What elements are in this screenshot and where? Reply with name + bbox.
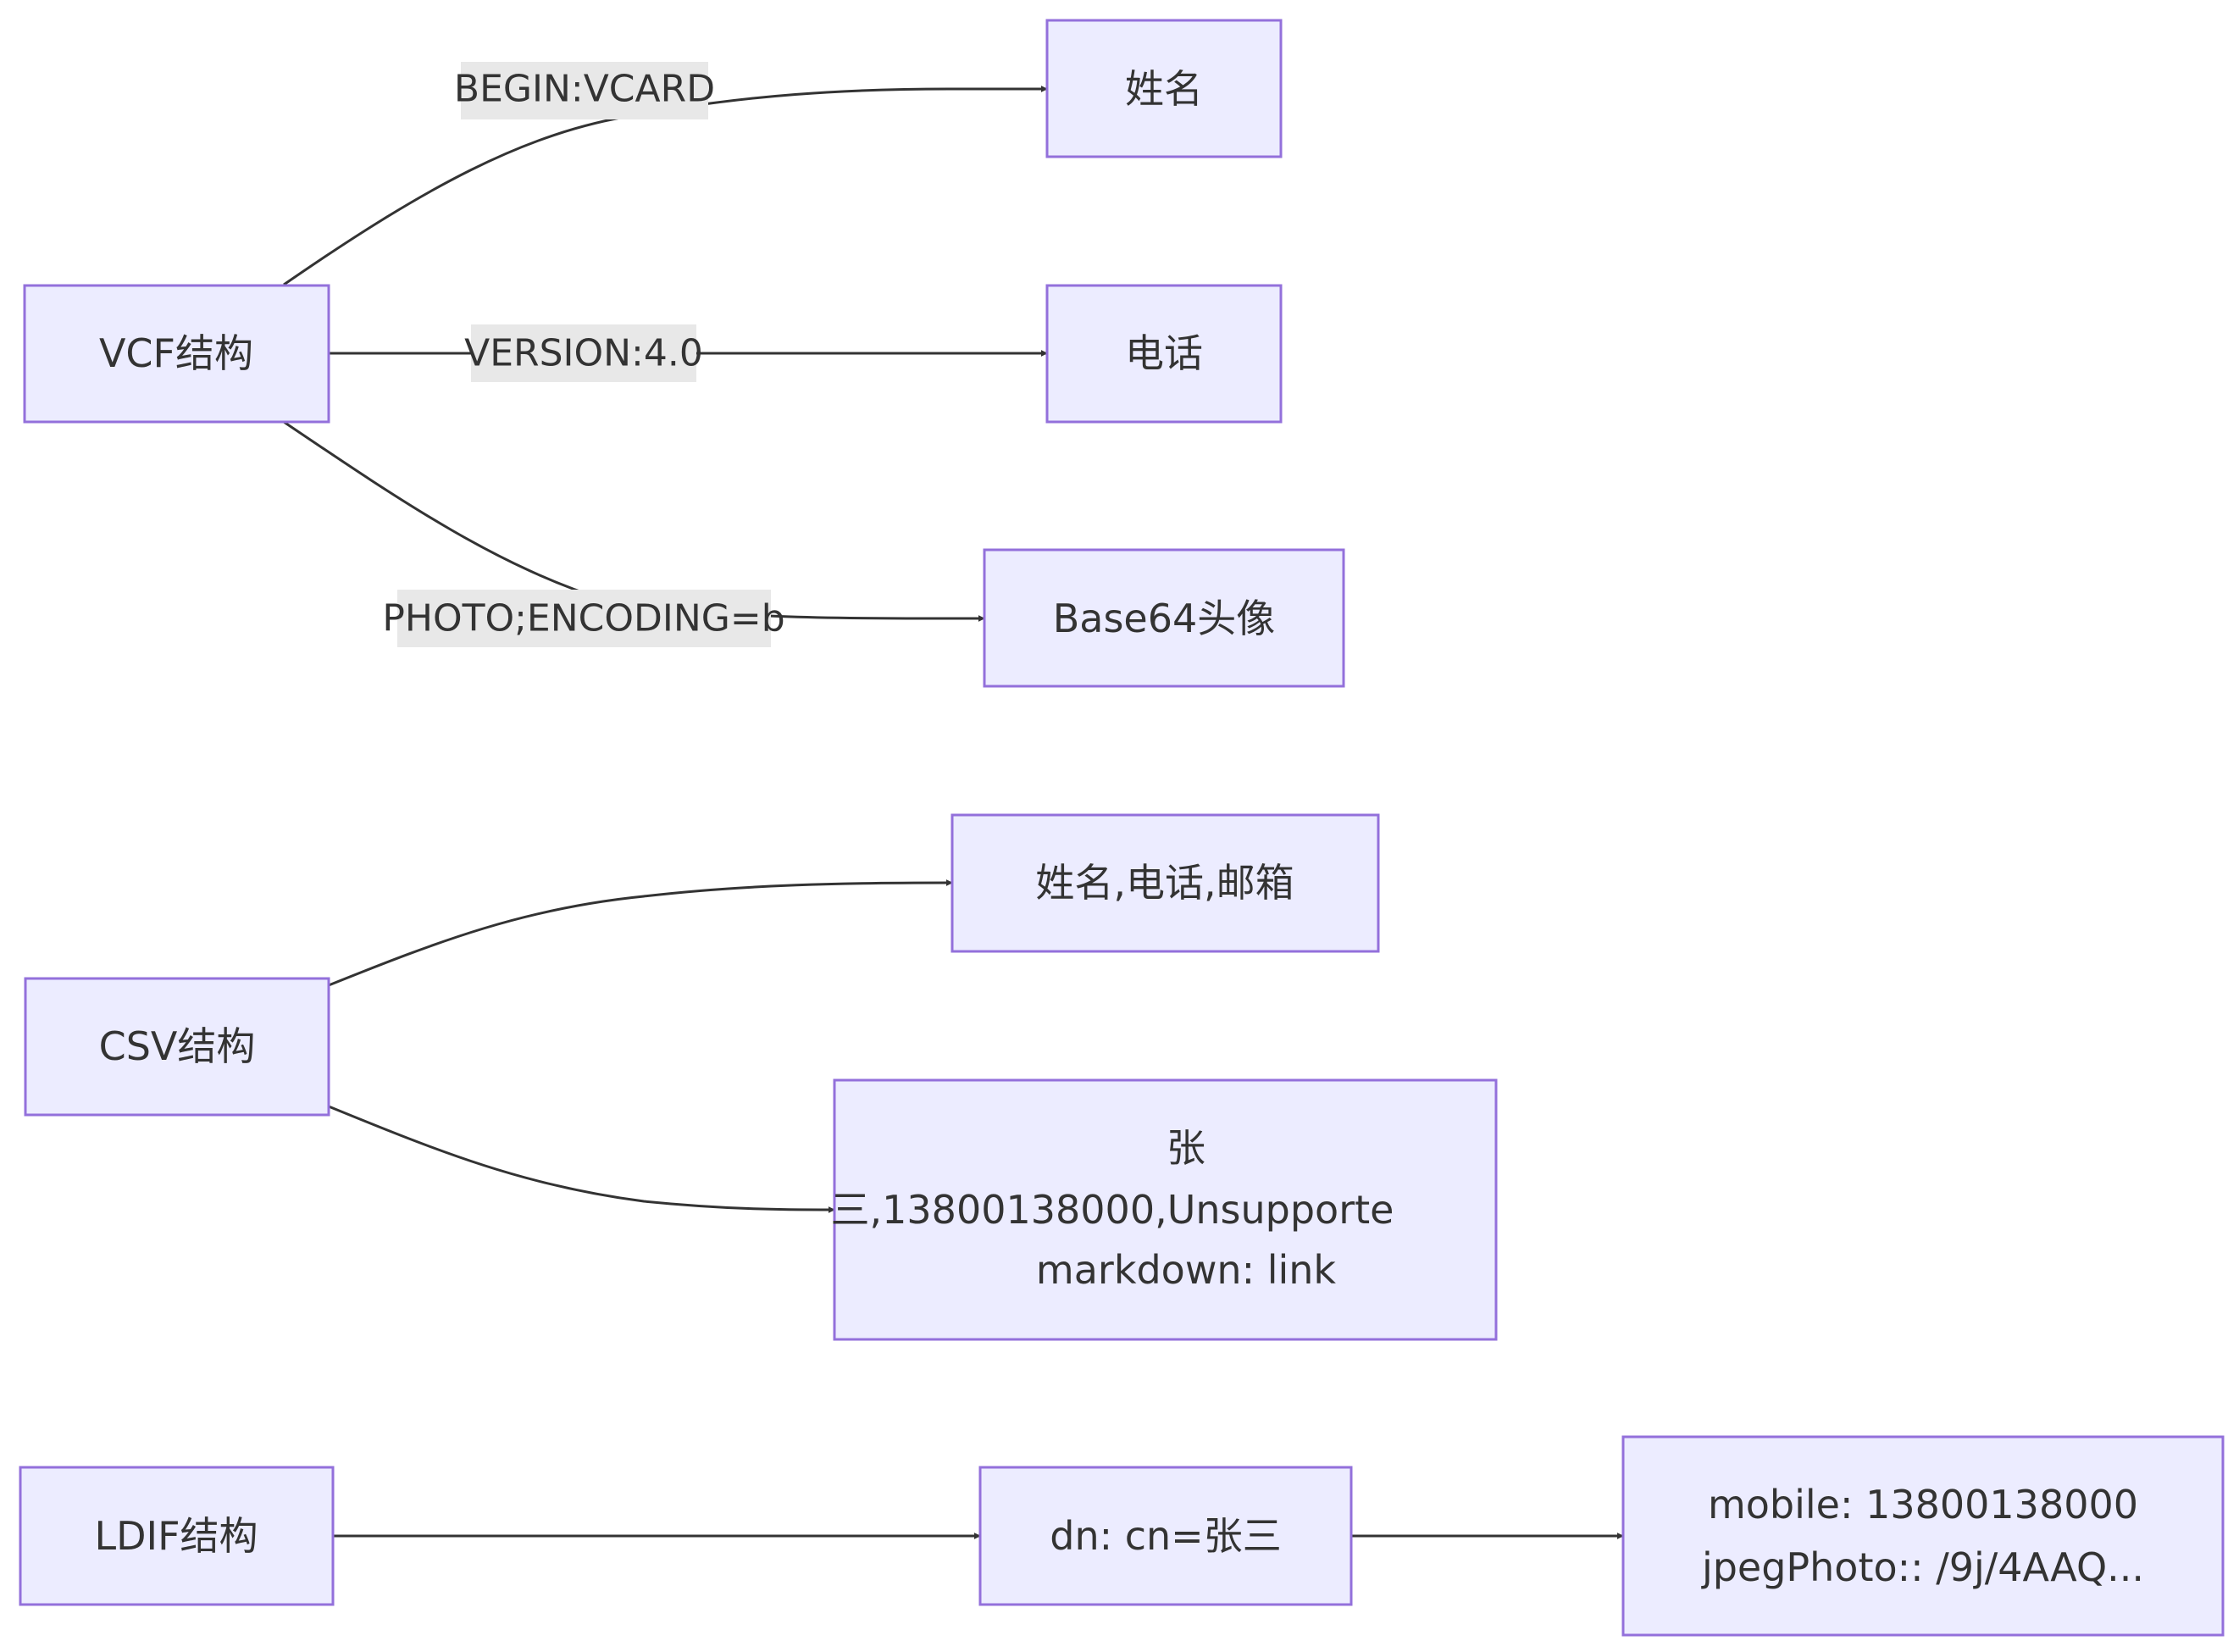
- node-label-line: mobile: 13800138000: [1708, 1482, 2138, 1527]
- node-csv-header: 姓名,电话,邮箱: [950, 813, 1380, 953]
- node-label-line: markdown: link: [1036, 1247, 1337, 1293]
- node-label-line: 三,13800138000,Unsupporte: [831, 1187, 1394, 1233]
- node-base64-photo: Base64头像: [983, 548, 1345, 688]
- node-label-line: 张: [1167, 1125, 1205, 1171]
- edge-csv-to-row: [328, 1105, 835, 1213]
- edge-label-text: PHOTO;ENCODING=b: [382, 597, 784, 640]
- node-dn: dn: cn=张三: [978, 1466, 1353, 1606]
- edge-csv-to-header: [328, 879, 953, 987]
- node-label: CSV结构: [99, 1023, 256, 1069]
- edge-line: [328, 1105, 835, 1213]
- node-label-line: jpegPhoto:: /9j/4AAQ...: [1701, 1544, 2144, 1590]
- edge-line: [283, 420, 985, 622]
- edge-line: [328, 879, 953, 987]
- node-label: 姓名: [1125, 66, 1203, 112]
- node-phone: 电话: [1045, 284, 1283, 424]
- edge-label-text: VERSION:4.0: [464, 332, 703, 375]
- edge-label-photo-encoding: PHOTO;ENCODING=b: [382, 590, 785, 647]
- node-label: Base64头像: [1053, 596, 1276, 641]
- node-label: 姓名,电话,邮箱: [1035, 860, 1294, 906]
- node-label: dn: cn=张三: [1050, 1513, 1281, 1559]
- edge-label-begin-vcard: BEGIN:VCARD: [454, 62, 715, 119]
- node-label: 电话: [1125, 330, 1203, 376]
- edge-label-version: VERSION:4.0: [464, 324, 703, 382]
- node-label: VCF结构: [99, 330, 253, 376]
- node-vcf-structure: VCF结构: [23, 284, 330, 424]
- node-csv-structure: CSV结构: [24, 977, 330, 1117]
- node-ldif-attributes: mobile: 13800138000 jpegPhoto:: /9j/4AAQ…: [1621, 1435, 2225, 1637]
- node-ldif-structure: LDIF结构: [19, 1466, 335, 1606]
- edge-vcf-to-photo: [283, 420, 985, 622]
- node-label: LDIF结构: [94, 1513, 258, 1559]
- edge-label-text: BEGIN:VCARD: [454, 68, 715, 111]
- node-csv-row: 张 三,13800138000,Unsupporte markdown: lin…: [831, 1078, 1498, 1341]
- node-name: 姓名: [1045, 19, 1283, 158]
